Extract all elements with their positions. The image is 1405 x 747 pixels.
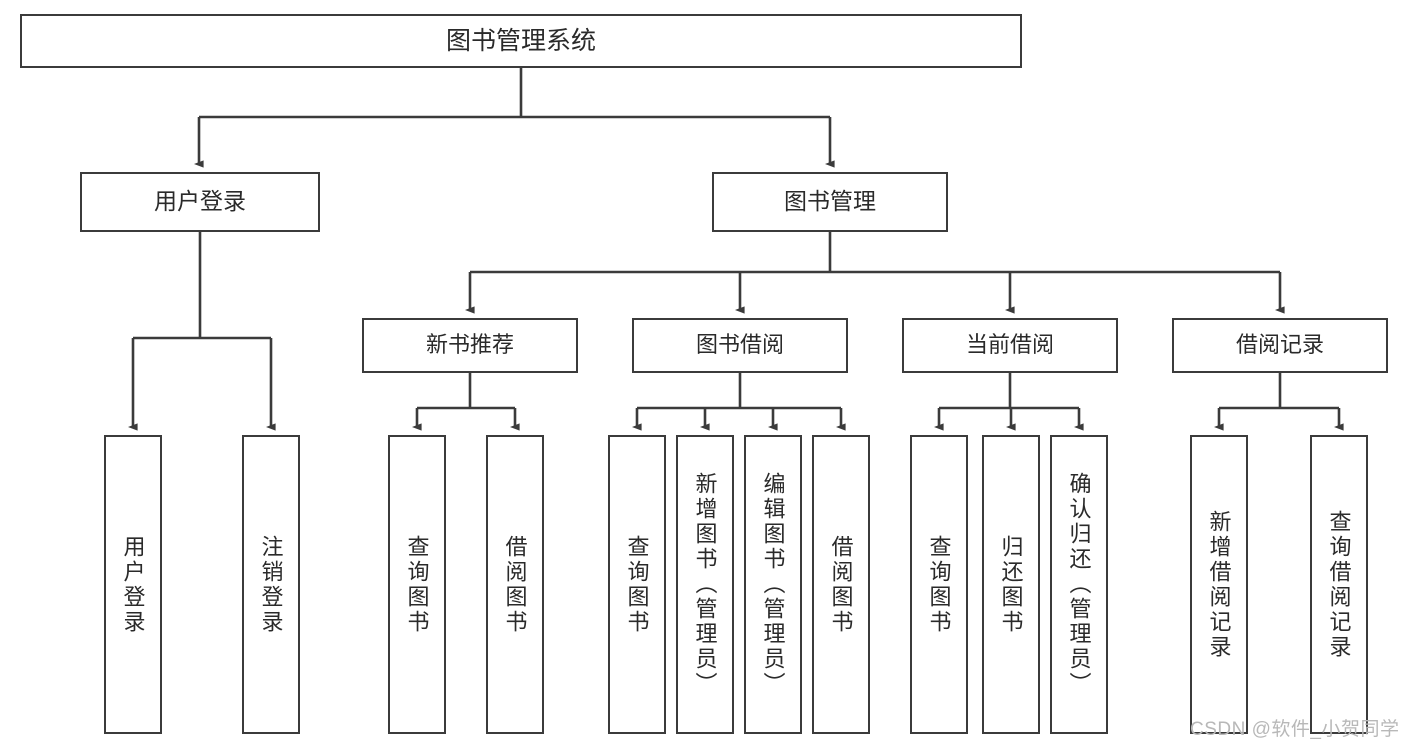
node-leaf-user-logout[interactable]: 注销登录 xyxy=(242,435,300,734)
node-leaf-query-book-1[interactable]: 查询图书 xyxy=(388,435,446,734)
node-root-label: 图书管理系统 xyxy=(445,27,596,55)
node-borrow-record-label: 借阅记录 xyxy=(1235,332,1324,358)
node-leaf-add-record-label: 新增借阅记录 xyxy=(1206,509,1232,660)
node-leaf-query-book-1-label: 查询图书 xyxy=(404,534,430,635)
node-borrow-record[interactable]: 借阅记录 xyxy=(1172,318,1388,373)
node-book-manage-label: 图书管理 xyxy=(784,188,876,215)
node-leaf-edit-book[interactable]: 编辑图书（管理员） xyxy=(744,435,802,734)
node-leaf-edit-book-label: 编辑图书（管理员） xyxy=(760,472,786,697)
node-leaf-return-book-label: 归还图书 xyxy=(998,534,1024,635)
node-leaf-user-login-label: 用户登录 xyxy=(120,534,146,635)
node-root[interactable]: 图书管理系统 xyxy=(20,14,1022,68)
node-leaf-query-book-3[interactable]: 查询图书 xyxy=(910,435,968,734)
node-leaf-add-book[interactable]: 新增图书（管理员） xyxy=(676,435,734,734)
node-book-manage[interactable]: 图书管理 xyxy=(712,172,948,232)
node-user-login[interactable]: 用户登录 xyxy=(80,172,320,232)
node-leaf-query-book-2[interactable]: 查询图书 xyxy=(608,435,666,734)
node-leaf-query-record[interactable]: 查询借阅记录 xyxy=(1310,435,1368,734)
node-book-borrow[interactable]: 图书借阅 xyxy=(632,318,848,373)
node-current-borrow-label: 当前借阅 xyxy=(965,332,1054,358)
node-leaf-borrow-book-2-label: 借阅图书 xyxy=(828,534,854,635)
node-book-borrow-label: 图书借阅 xyxy=(695,332,784,358)
node-leaf-add-record[interactable]: 新增借阅记录 xyxy=(1190,435,1248,734)
csdn-watermark: CSDN @软件_小贺同学 xyxy=(1190,719,1400,740)
node-leaf-user-login[interactable]: 用户登录 xyxy=(104,435,162,734)
node-leaf-borrow-book-2[interactable]: 借阅图书 xyxy=(812,435,870,734)
node-leaf-confirm-return[interactable]: 确认归还（管理员） xyxy=(1050,435,1108,734)
node-leaf-borrow-book-1[interactable]: 借阅图书 xyxy=(486,435,544,734)
node-new-book-rec-label: 新书推荐 xyxy=(425,332,514,358)
node-leaf-add-book-label: 新增图书（管理员） xyxy=(692,472,718,697)
node-current-borrow[interactable]: 当前借阅 xyxy=(902,318,1118,373)
node-leaf-confirm-return-label: 确认归还（管理员） xyxy=(1066,472,1092,697)
node-leaf-user-logout-label: 注销登录 xyxy=(258,534,284,635)
node-leaf-query-book-2-label: 查询图书 xyxy=(624,534,650,635)
node-user-login-label: 用户登录 xyxy=(154,188,246,215)
node-leaf-return-book[interactable]: 归还图书 xyxy=(982,435,1040,734)
node-leaf-borrow-book-1-label: 借阅图书 xyxy=(502,534,528,635)
node-leaf-query-book-3-label: 查询图书 xyxy=(926,534,952,635)
node-new-book-rec[interactable]: 新书推荐 xyxy=(362,318,578,373)
node-leaf-query-record-label: 查询借阅记录 xyxy=(1326,509,1352,660)
